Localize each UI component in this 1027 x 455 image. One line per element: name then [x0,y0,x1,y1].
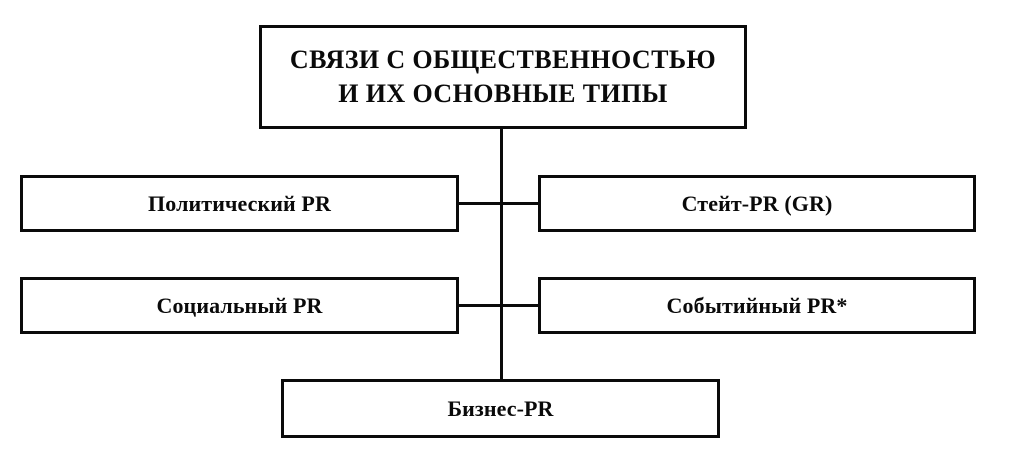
node-political-pr: Политический PR [20,175,459,232]
node-title-public-relations: СВЯЗИ С ОБЩЕСТВЕННОСТЬЮ И ИХ ОСНОВНЫЕ ТИ… [259,25,747,129]
node-business-pr-label: Бизнес-PR [447,395,554,421]
node-state-pr-gr: Стейт-PR (GR) [538,175,976,232]
connector-branch-row-1 [456,202,540,205]
node-business-pr: Бизнес-PR [281,379,720,438]
connector-vertical-spine [500,128,503,380]
connector-branch-row-2 [456,304,540,307]
node-social-pr-label: Социальный PR [156,292,323,318]
node-social-pr: Социальный PR [20,277,459,334]
node-event-pr: Событийный PR* [538,277,976,334]
node-title-label: СВЯЗИ С ОБЩЕСТВЕННОСТЬЮ И ИХ ОСНОВНЫЕ ТИ… [289,45,717,108]
node-political-pr-label: Политический PR [148,190,331,216]
node-event-pr-label: Событийный PR* [666,292,848,318]
node-state-pr-gr-label: Стейт-PR (GR) [681,190,833,216]
